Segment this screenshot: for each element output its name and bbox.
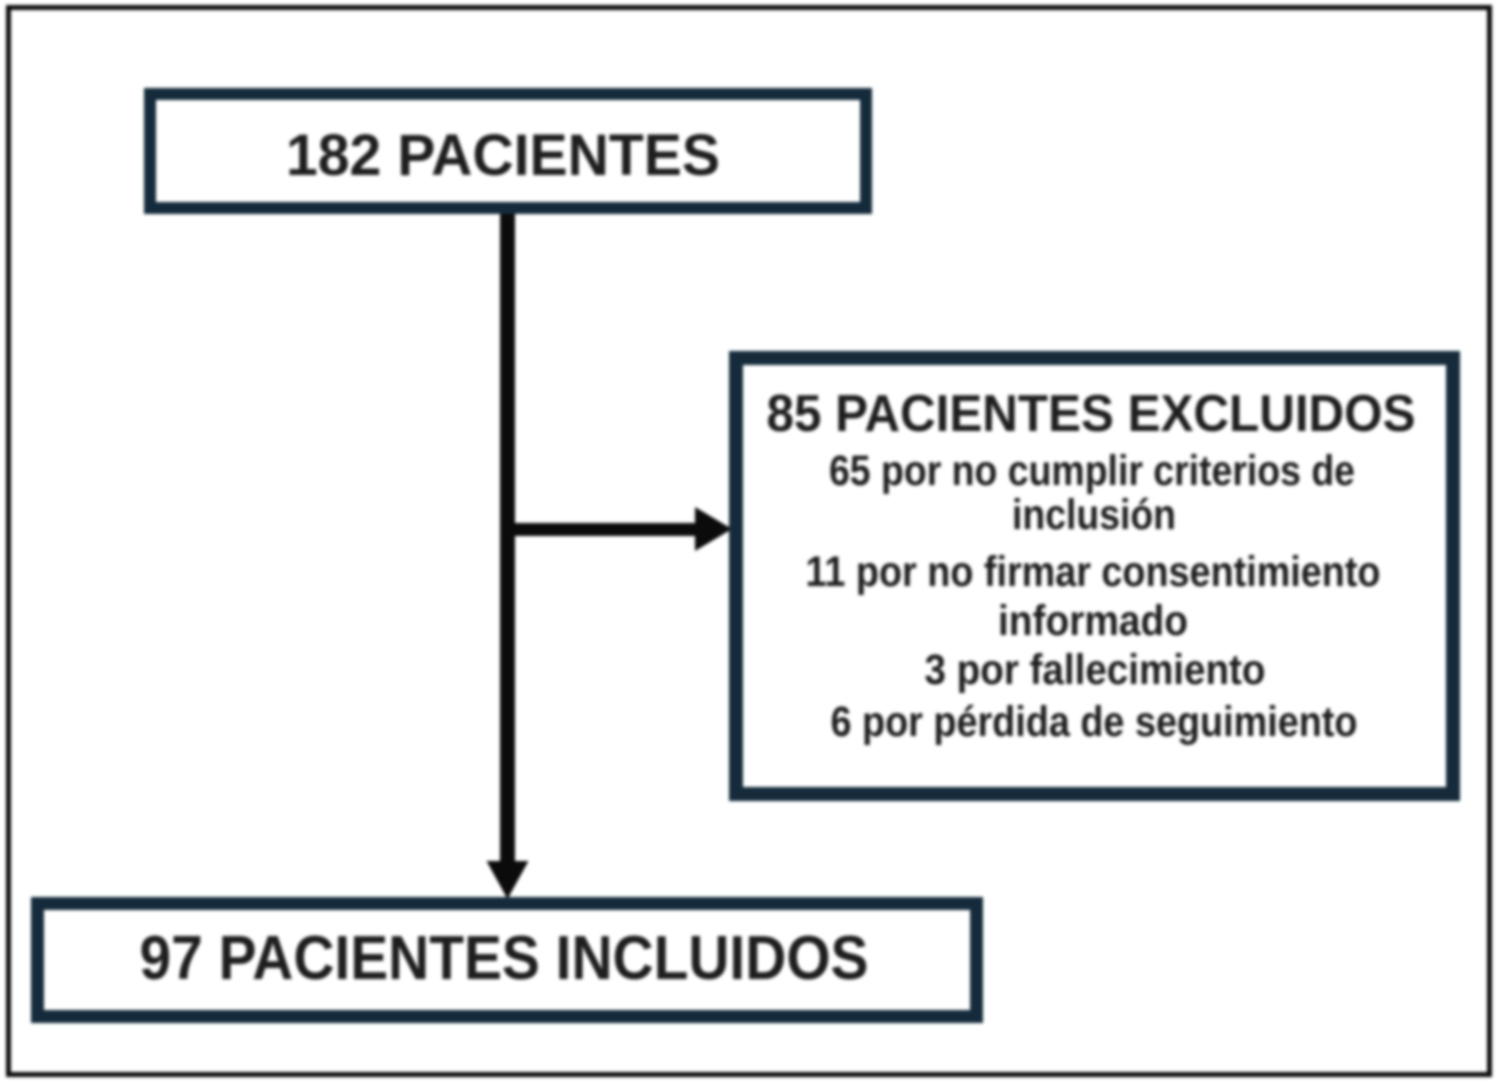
svg-text:3 por fallecimiento: 3 por fallecimiento <box>925 646 1266 694</box>
svg-text:65 por no cumplir criterios de: 65 por no cumplir criterios de <box>829 447 1355 495</box>
svg-text:inclusión: inclusión <box>1012 491 1176 539</box>
svg-text:97 PACIENTES INCLUIDOS: 97 PACIENTES INCLUIDOS <box>140 924 869 993</box>
svg-text:11 por no firmar consentimient: 11 por no firmar consentimiento <box>806 548 1381 596</box>
svg-text:182 PACIENTES: 182 PACIENTES <box>286 123 720 188</box>
svg-text:85 PACIENTES EXCLUIDOS: 85 PACIENTES EXCLUIDOS <box>767 385 1416 443</box>
svg-text:6 por pérdida de seguimiento: 6 por pérdida de seguimiento <box>831 698 1358 746</box>
svg-text:informado: informado <box>998 597 1188 645</box>
